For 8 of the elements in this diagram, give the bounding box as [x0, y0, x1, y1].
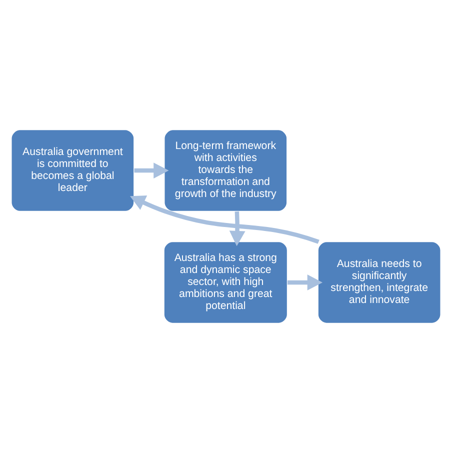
arrow — [130, 194, 321, 244]
node-box: Australia needs to significantly strengthen, integrate and innovate — [318, 240, 441, 324]
node-box: Australia government is committed to becomes a global leader — [11, 128, 134, 212]
node-box: Long-term framework with activities towards the transformation and growth of the industry — [164, 128, 288, 212]
arrow — [229, 210, 246, 246]
arrow — [134, 162, 169, 178]
node-box: Australia has a strong and dynamic space sector, with high ambitions and great potential — [164, 240, 288, 324]
arrow — [287, 274, 323, 290]
